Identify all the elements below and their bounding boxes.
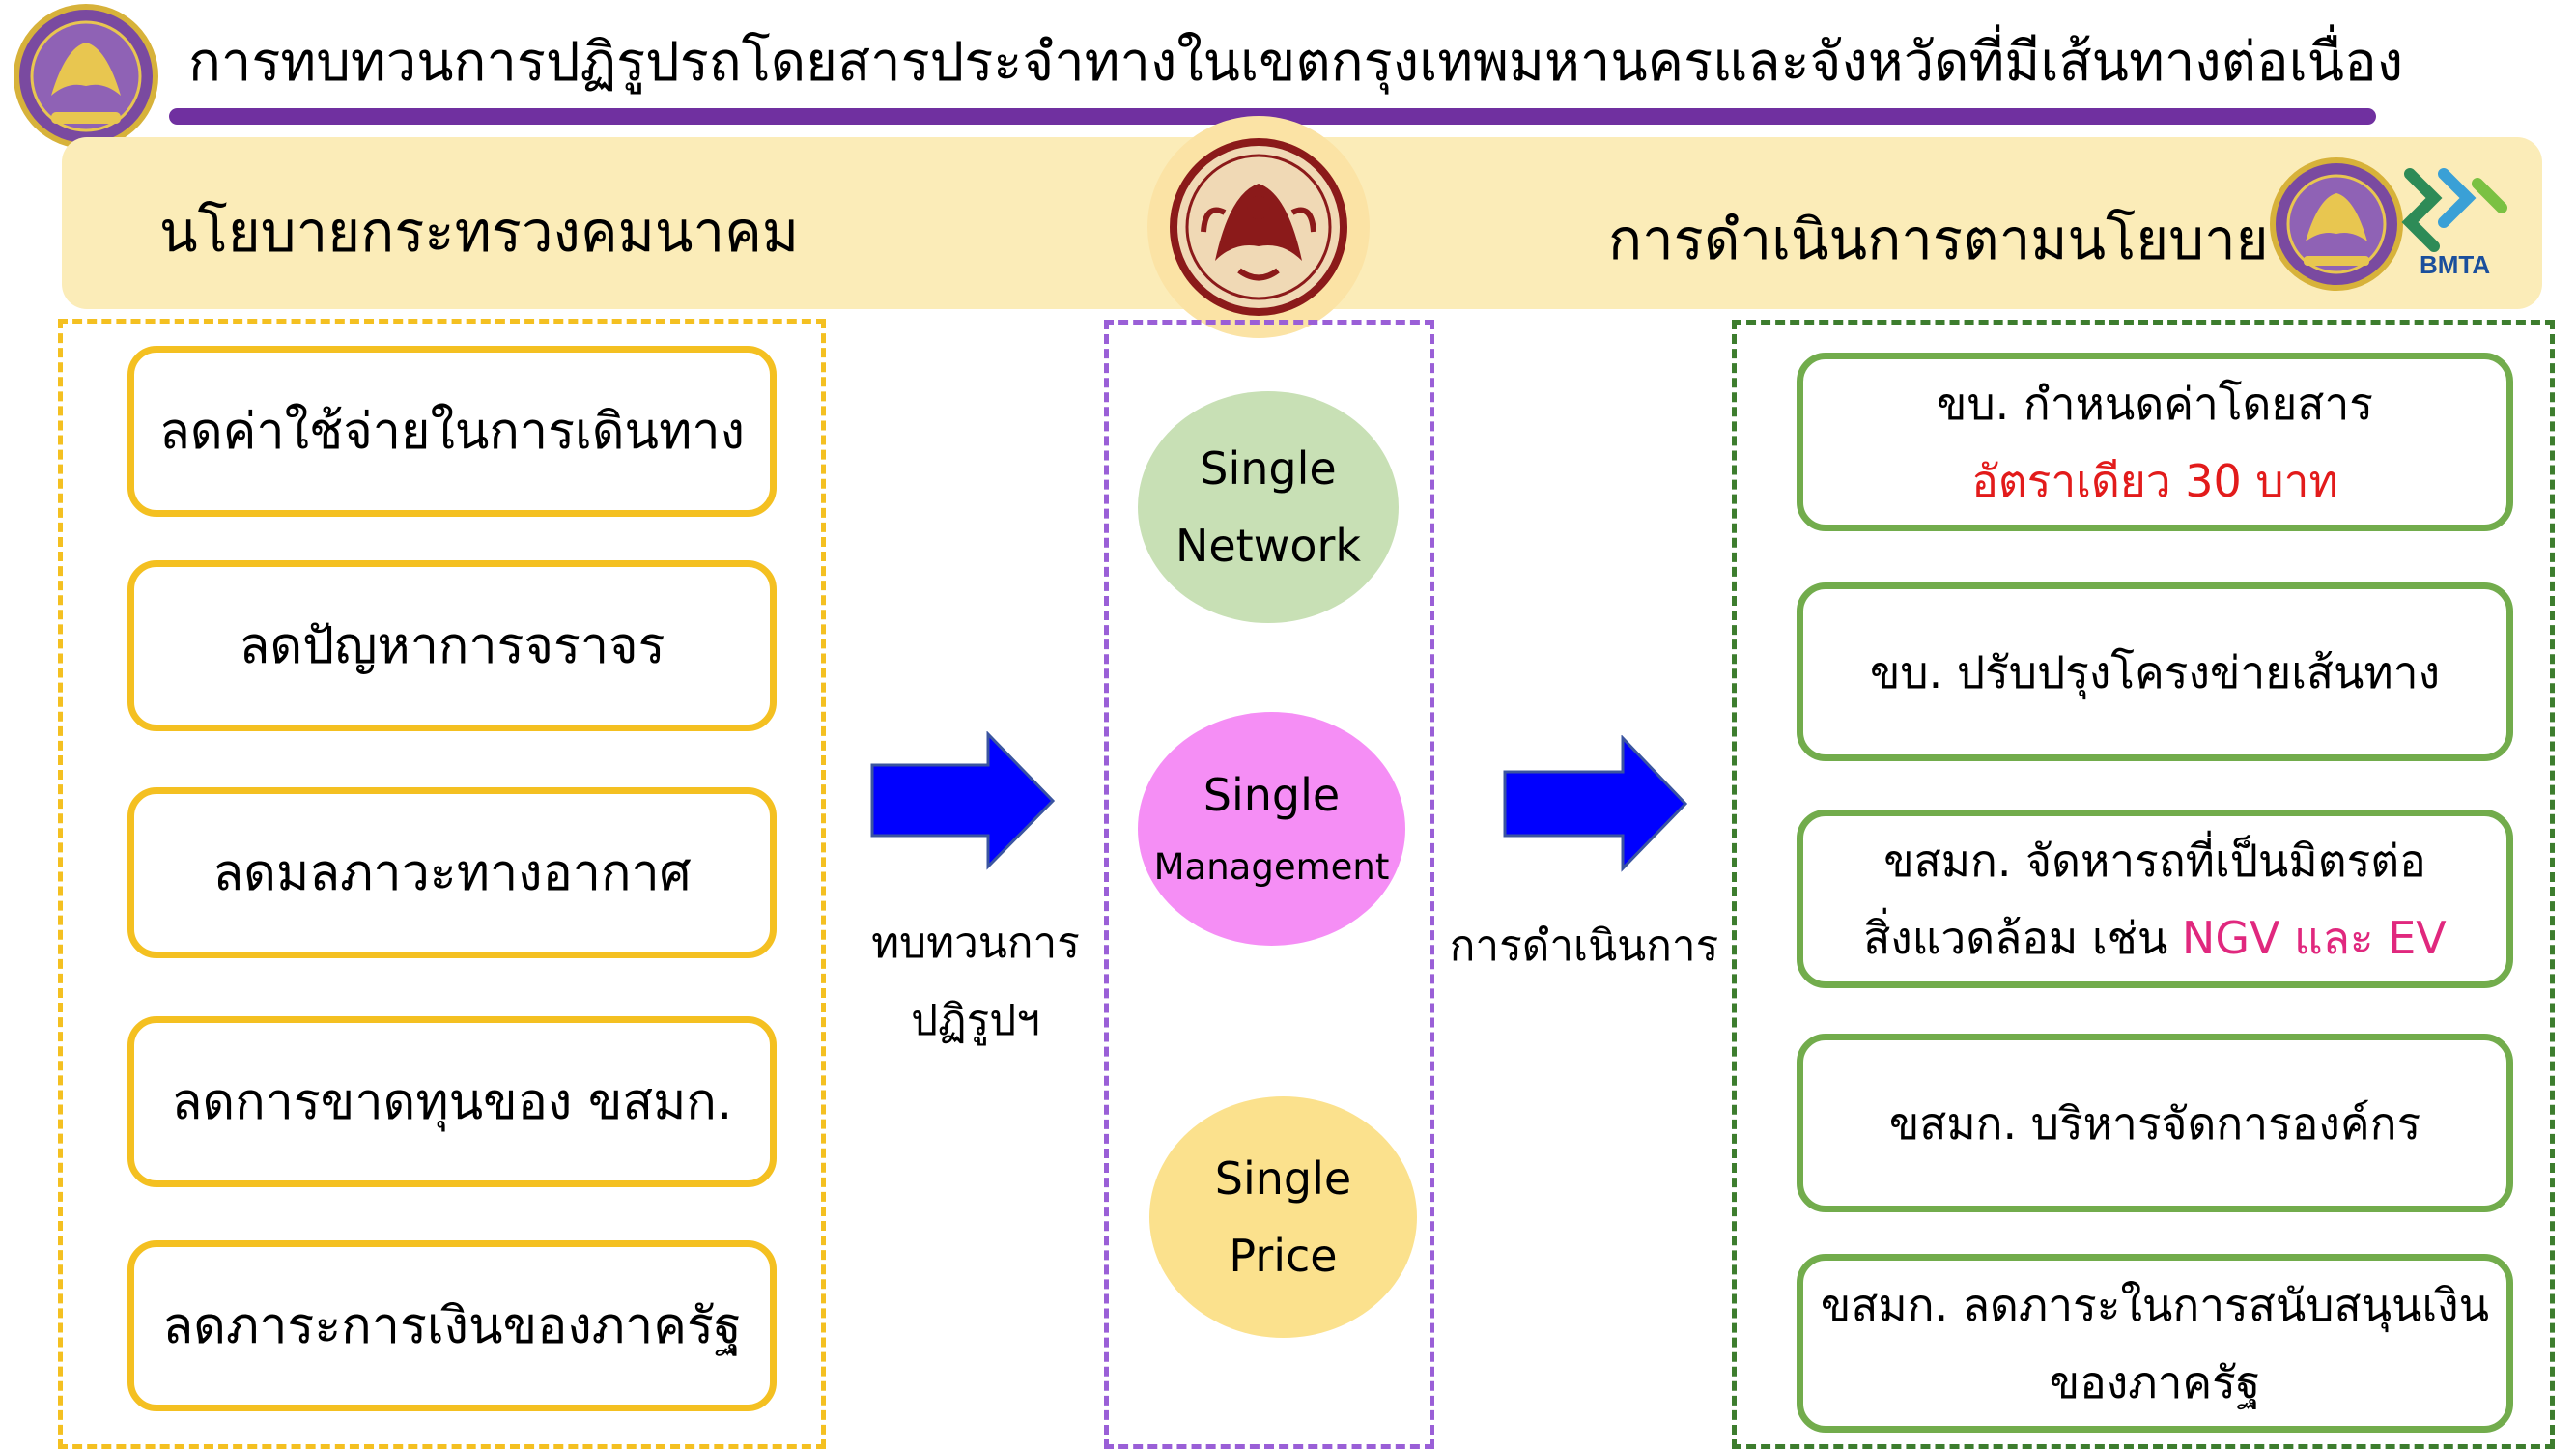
action-item: ขสมก. บริหารจัดการองค์กร (1797, 1034, 2513, 1212)
right-arrow-icon (869, 730, 1058, 871)
action-item-line: ขสมก. จัดหารถที่เป็นมิตรต่อ (1883, 834, 2426, 887)
circle-label: Single (1214, 1152, 1352, 1205)
action-item-line: สิ่งแวดล้อม เช่น NGV และ EV (1863, 899, 2447, 977)
policy-heading: นโยบายกระทรวงคมนาคม (159, 199, 800, 265)
single-network-circle: Single Network (1138, 391, 1399, 623)
single-price-circle: Single Price (1149, 1096, 1417, 1338)
action-item-line: ขสมก. ลดภาระในการสนับสนุนเงิน (1820, 1278, 2490, 1331)
policy-item-label: ลดภาระการเงินของภาครัฐ (162, 1296, 742, 1355)
review-label-line1: ทบทวนการ (871, 919, 1080, 968)
ministry-seal-small-icon (2265, 155, 2408, 294)
action-item-line: ขสมก. บริหารจัดการองค์กร (1888, 1096, 2421, 1150)
review-label: ทบทวนการ ปฏิรูปฯ (860, 905, 1091, 1060)
circle-label: Single (1200, 442, 1337, 495)
garuda-seal-icon (1147, 116, 1370, 338)
action-item: ขบ. ปรับปรุงโครงข่ายเส้นทาง (1797, 582, 2513, 761)
action-item-text: สิ่งแวดล้อม เช่น (1863, 911, 2182, 964)
action-panel (1732, 320, 2555, 1449)
policy-item-label: ลดปัญหาการจราจร (239, 616, 665, 675)
policy-item: ลดการขาดทุนของ ขสมก. (127, 1016, 777, 1187)
action-item: ขบ. กำหนดค่าโดยสาร อัตราเดียว 30 บาท (1797, 353, 2513, 531)
policy-item: ลดปัญหาการจราจร (127, 560, 777, 731)
action-item-line: ขบ. ปรับปรุงโครงข่ายเส้นทาง (1869, 645, 2441, 698)
policy-item: ลดค่าใช้จ่ายในการเดินทาง (127, 346, 777, 517)
policy-item-label: ลดการขาดทุนของ ขสมก. (171, 1072, 733, 1131)
operation-label: การดำเนินการ (1449, 922, 1719, 971)
action-item: ขสมก. ลดภาระในการสนับสนุนเงิน ของภาครัฐ (1797, 1254, 2513, 1433)
fare-highlight: อัตราเดียว 30 บาท (1971, 454, 2338, 507)
action-item: ขสมก. จัดหารถที่เป็นมิตรต่อ สิ่งแวดล้อม … (1797, 810, 2513, 988)
action-item-line: ขบ. กำหนดค่าโดยสาร (1937, 377, 2373, 430)
single-management-circle: Single Management (1138, 712, 1405, 946)
policy-item-label: ลดค่าใช้จ่ายในการเดินทาง (159, 402, 745, 461)
implementation-heading: การดำเนินการตามนโยบาย (1608, 207, 2269, 272)
ministry-seal-icon (8, 4, 164, 149)
page-title: การทบทวนการปฏิรูปรถโดยสารประจำทางในเขตกร… (188, 31, 2404, 94)
circle-label: Network (1175, 520, 1362, 572)
circle-label: Single (1203, 769, 1341, 821)
policy-item: ลดมลภาวะทางอากาศ (127, 787, 777, 958)
circle-label: Price (1229, 1230, 1338, 1282)
reform-panel (1104, 320, 1434, 1449)
review-label-line2: ปฏิรูปฯ (911, 996, 1040, 1045)
right-arrow-icon (1502, 734, 1690, 872)
circle-label: Management (1153, 846, 1390, 888)
policy-panel (58, 319, 826, 1449)
svg-text:BMTA: BMTA (2420, 250, 2490, 279)
policy-item-label: ลดมลภาวะทางอากาศ (212, 843, 692, 902)
policy-item: ลดภาระการเงินของภาครัฐ (127, 1240, 777, 1411)
bmta-logo-icon: BMTA (2391, 155, 2521, 285)
action-item-line: ของภาครัฐ (2049, 1355, 2261, 1408)
fuel-highlight: NGV และ EV (2181, 911, 2447, 964)
